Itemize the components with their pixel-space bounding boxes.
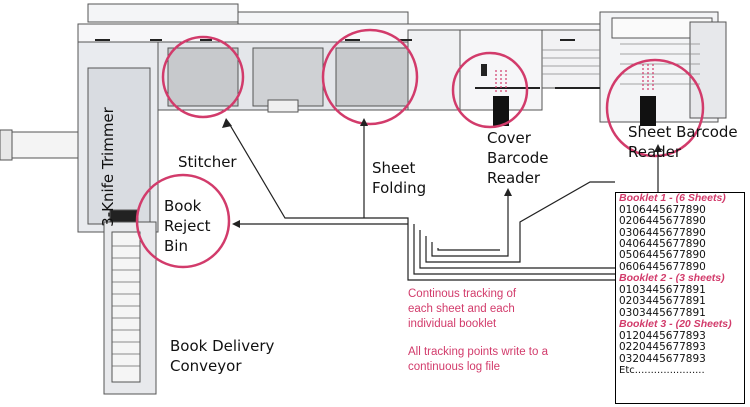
cover-barcode-sensor xyxy=(481,64,509,126)
log-row: 0220445677893 xyxy=(619,341,706,354)
log-row: 0506445677890 xyxy=(619,249,706,262)
log-row: 0106445677890 xyxy=(619,203,706,216)
stitcher-circle xyxy=(161,35,245,119)
log-row: 0103445677891 xyxy=(619,284,706,297)
log-row: 0303445677891 xyxy=(619,306,706,319)
log-row: 0320445677893 xyxy=(619,352,706,365)
log-etc: Etc...................... xyxy=(619,365,705,377)
booklet-3-header: Booklet 3 - (20 Sheets) xyxy=(619,318,732,331)
stitcher-label: Stitcher xyxy=(178,153,237,171)
folder-circle xyxy=(321,28,419,126)
reject-bin-circle xyxy=(135,173,231,269)
arrowheads xyxy=(222,118,662,228)
log-file-box: Booklet 1 - (6 Sheets) 0106445677890 020… xyxy=(615,192,745,404)
log-row: 0203445677891 xyxy=(619,295,706,308)
booklet-2-header: Booklet 2 - (3 sheets) xyxy=(619,272,725,285)
highlight-circles xyxy=(135,28,705,269)
conveyor-slats xyxy=(112,245,140,367)
cover-reader-circle xyxy=(451,51,529,129)
log-row: 0606445677890 xyxy=(619,260,706,273)
sheet-folding-label: Sheet Folding xyxy=(372,159,427,197)
booklet-1-header: Booklet 1 - (6 Sheets) xyxy=(619,192,726,204)
tracking-lines xyxy=(229,124,659,281)
log-note: All tracking points write to a continuou… xyxy=(408,346,548,373)
book-delivery-conveyor-label: Book Delivery Conveyor xyxy=(170,337,275,375)
log-row: 0306445677890 xyxy=(619,226,706,239)
cover-barcode-reader-label: Cover Barcode Reader xyxy=(487,129,549,187)
tracking-note: Continous tracking of each sheet and eac… xyxy=(408,288,517,330)
book-reject-bin-label: Book Reject Bin xyxy=(164,197,211,255)
machine-details xyxy=(95,39,600,89)
machine-body xyxy=(0,3,727,395)
trimmer-label: 3-Knife Trimmer xyxy=(99,107,117,227)
log-row: 0206445677890 xyxy=(619,215,706,228)
sheet-barcode-reader-label: Sheet Barcode Reader xyxy=(628,123,738,161)
sheet-reader-circle xyxy=(605,58,705,158)
log-row: 0406445677890 xyxy=(619,238,706,251)
log-row: 0120445677893 xyxy=(619,330,706,343)
sheet-barcode-sensor xyxy=(640,64,656,126)
